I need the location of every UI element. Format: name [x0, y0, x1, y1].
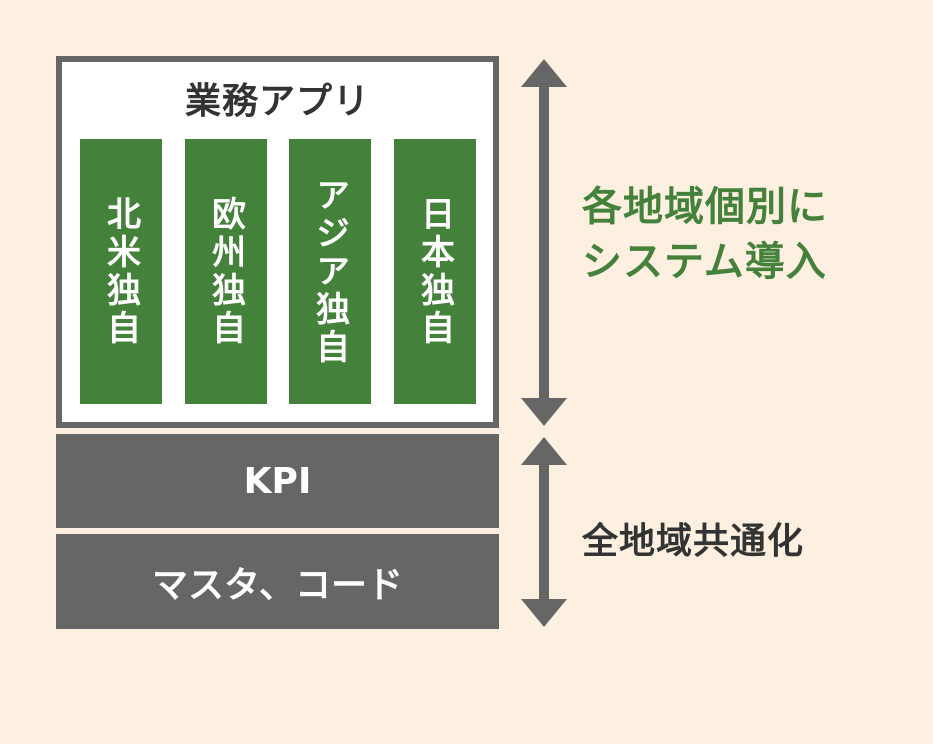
individual-label-line2: システム導入 [582, 239, 827, 285]
common-label: 全地域共通化 [582, 521, 805, 562]
region-label: アジア独自 [309, 176, 350, 367]
region-label: 欧州独自 [205, 195, 246, 348]
master-code-label: マスタ、コード [152, 564, 403, 606]
region-label: 日本独自 [414, 195, 455, 348]
master-code-layer: マスタ、コード [56, 534, 499, 629]
region-label: 北米独自 [100, 195, 141, 348]
business-apps-title: 業務アプリ [184, 81, 370, 122]
kpi-label: KPI [243, 460, 312, 502]
individual-label-line1: 各地域個別に [582, 184, 828, 230]
region-japan: 日本独自 [394, 139, 476, 404]
kpi-layer: KPI [56, 434, 499, 528]
individual-system-label: 各地域個別に システム導入 [582, 180, 828, 290]
region-north-america: 北米独自 [80, 139, 162, 404]
region-asia: アジア独自 [289, 139, 371, 404]
region-europe: 欧州独自 [185, 139, 267, 404]
business-apps-box: 業務アプリ 北米独自 欧州独自 アジア独自 日本独自 [56, 56, 499, 428]
double-arrow-icon [521, 437, 567, 627]
double-arrow-icon [521, 59, 567, 426]
